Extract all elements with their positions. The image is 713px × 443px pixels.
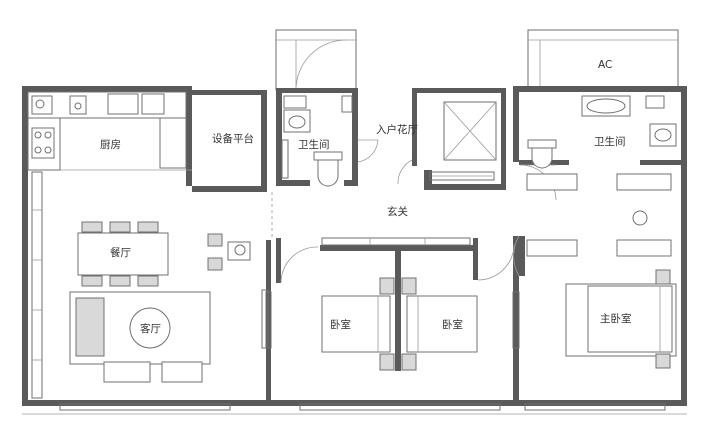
label-bathroom-2: 卫生间 — [594, 135, 626, 148]
label-ac: AC — [598, 59, 612, 71]
kitchen-fixtures — [27, 91, 192, 171]
label-master-bedroom: 主卧室 — [600, 312, 632, 325]
label-equipment-platform: 设备平台 — [212, 132, 254, 145]
label-kitchen: 厨房 — [100, 138, 121, 151]
master-bed — [565, 269, 677, 369]
windows — [22, 403, 687, 415]
label-bedroom-1: 卧室 — [330, 318, 351, 331]
room-labels: 厨房 设备平台 卫生间 入户花厅 AC 卫生间 玄关 餐厅 客厅 卧室 卧室 主… — [100, 59, 632, 335]
bedroom-1-bed — [321, 277, 395, 371]
label-living: 客厅 — [140, 322, 161, 335]
label-dining: 餐厅 — [110, 246, 131, 259]
equipment-balcony — [275, 29, 357, 91]
label-bathroom-1: 卫生间 — [298, 138, 330, 151]
label-bedroom-2: 卧室 — [442, 318, 463, 331]
wardrobes — [321, 173, 672, 257]
living-set — [69, 289, 269, 383]
bathroom-2-fixtures — [527, 95, 677, 169]
dining-set — [77, 221, 251, 287]
label-foyer: 玄关 — [387, 205, 408, 218]
bedroom-2-bed — [401, 277, 478, 371]
bathroom-1-fixtures — [281, 95, 353, 187]
entry-doors — [357, 139, 557, 201]
label-entry-garden-hall: 入户花厅 — [376, 123, 418, 136]
elevator — [429, 101, 497, 181]
left-glazing — [31, 171, 43, 399]
interior-doors — [265, 192, 520, 349]
